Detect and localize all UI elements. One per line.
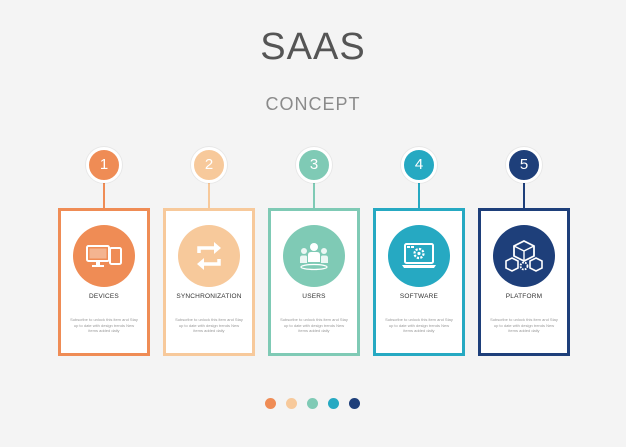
icon-circle: [388, 225, 450, 287]
step-1: 1 DEVICES Subscribe to unlock this item …: [58, 147, 150, 360]
step-label: PLATFORM: [505, 293, 543, 300]
step-connector: [208, 183, 210, 209]
step-5: 5 PLATFORM Subscribe to unlock this item…: [478, 147, 570, 360]
sync-icon: [197, 242, 221, 270]
step-number-badge: 4: [401, 147, 437, 183]
step-connector: [523, 183, 525, 209]
step-number-badge: 5: [506, 147, 542, 183]
step-label: DEVICES: [89, 293, 119, 300]
step-description: Subscribe to unlock this item and Stay u…: [490, 317, 558, 333]
step-number-badge: 2: [191, 147, 227, 183]
step-2: 2 SYNCHRONIZATION Subscribe to unlock th…: [163, 147, 255, 360]
dot: [328, 398, 339, 409]
platform-icon: [505, 239, 543, 272]
step-description: Subscribe to unlock this item and Stay u…: [175, 317, 243, 333]
step-3: 3 USERS Subscribe to unlock this item an…: [268, 147, 360, 360]
dot: [307, 398, 318, 409]
step-card: SYNCHRONIZATION Subscribe to unlock this…: [163, 208, 255, 356]
step-connector: [103, 183, 105, 209]
step-description: Subscribe to unlock this item and Stay u…: [70, 317, 138, 333]
icon-circle: [283, 225, 345, 287]
step-card: PLATFORM Subscribe to unlock this item a…: [478, 208, 570, 356]
step-number-badge: 3: [296, 147, 332, 183]
software-icon: [402, 243, 436, 268]
subtitle: CONCEPT: [265, 94, 361, 114]
step-label: USERS: [302, 293, 326, 300]
step-card: USERS Subscribe to unlock this item and …: [268, 208, 360, 356]
step-card: DEVICES Subscribe to unlock this item an…: [58, 208, 150, 356]
dot: [265, 398, 276, 409]
step-description: Subscribe to unlock this item and Stay u…: [280, 317, 348, 333]
step-connector: [418, 183, 420, 209]
step-label: SYNCHRONIZATION: [176, 293, 242, 300]
icon-circle: [493, 225, 555, 287]
step-connector: [313, 183, 315, 209]
step-label: SOFTWARE: [399, 293, 439, 300]
devices-icon: [86, 245, 122, 267]
icon-circle: [73, 225, 135, 287]
step-number-badge: 1: [86, 147, 122, 183]
dot: [349, 398, 360, 409]
step-4: 4 SOFTWARE Subscribe to unlock this item…: [373, 147, 465, 360]
step-card: SOFTWARE Subscribe to unlock this item a…: [373, 208, 465, 356]
icon-circle: [178, 225, 240, 287]
dot: [286, 398, 297, 409]
users-icon: [300, 243, 328, 271]
step-description: Subscribe to unlock this item and Stay u…: [385, 317, 453, 333]
title: SAAS: [260, 26, 366, 68]
